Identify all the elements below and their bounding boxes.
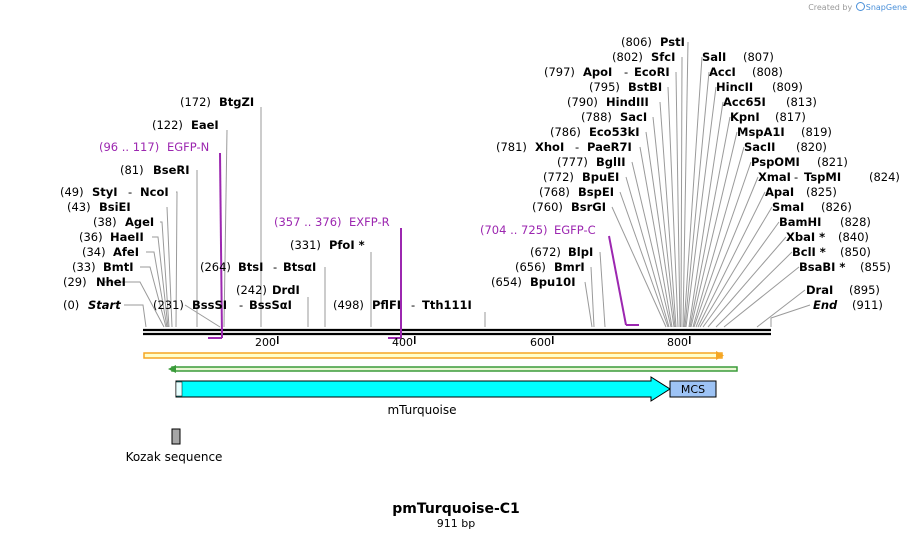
site-label: BamHI(828) — [779, 215, 871, 229]
feature-kozak[interactable] — [171, 428, 181, 445]
site-label: PspOMI(821) — [751, 155, 848, 169]
site-label: (36)HaeII — [79, 230, 144, 244]
site-label: (264)BtsI-BtsαI — [200, 260, 316, 274]
plasmid-title: pmTurquoise-C1 — [392, 501, 520, 517]
site-label: (231)BssSI-BssSαI — [153, 298, 292, 312]
ruler-label-200: 200 — [255, 336, 276, 349]
site-label: DraI(895) — [806, 283, 880, 297]
site-label: (781)XhoI-PaeR7I — [496, 140, 632, 154]
primer-labels: (96 .. 117)EGFP-N (357 .. 376)EXFP-R (70… — [99, 140, 596, 237]
site-label: End(911) — [813, 298, 883, 312]
site-label: (768)BspEI — [539, 185, 614, 199]
site-label: ApaI(825) — [765, 185, 837, 199]
site-label: XbaI *(840) — [786, 230, 869, 244]
plasmid-length: 911 bp — [437, 517, 475, 530]
site-label: (38)AgeI — [93, 215, 154, 229]
site-label: (772)BpuEI — [543, 170, 619, 184]
site-label: (806)PstI — [621, 35, 685, 49]
kozak-label: Kozak sequence — [126, 450, 223, 464]
site-label: (672)BlpI — [530, 245, 593, 259]
mcs-label: MCS — [681, 383, 705, 396]
ruler-tick-400 — [414, 336, 416, 344]
site-label: (760)BsrGI — [532, 200, 606, 214]
site-leader-lines — [104, 107, 606, 328]
ruler: 200 400 600 800 — [255, 336, 691, 349]
site-label: (172)BtgZI — [180, 95, 254, 109]
site-label: (331)PfoI * — [290, 238, 365, 252]
site-label: (43)BsiEI — [67, 200, 131, 214]
site-label: (790)HindIII — [567, 95, 649, 109]
primer-label-egfp-c: (704 .. 725)EGFP-C — [480, 223, 596, 237]
site-label: (498)PflFI-Tth111I — [333, 298, 472, 312]
site-label: AccI(808) — [709, 65, 783, 79]
site-label: (81)BseRI — [120, 163, 190, 177]
site-label: SacII(820) — [744, 140, 827, 154]
mcs-fan-lines — [611, 41, 811, 328]
site-label: SmaI(826) — [772, 200, 852, 214]
site-label: BclI *(850) — [792, 245, 871, 259]
ruler-label-600: 600 — [530, 336, 551, 349]
credit-brand: SnapGene — [865, 3, 907, 12]
site-label: HincII(809) — [716, 80, 803, 94]
orf-forward — [143, 351, 724, 360]
site-label: BsaBI *(855) — [799, 260, 891, 274]
site-label: (122)EaeI — [152, 118, 219, 132]
site-label: KpnI(817) — [730, 110, 806, 124]
snapgene-credit: Created by SnapGene — [808, 2, 907, 12]
site-label: MspA1I(819) — [737, 125, 832, 139]
site-label: (795)BstBI — [589, 80, 662, 94]
feature-mturquoise[interactable] — [175, 376, 671, 402]
ruler-tick-800 — [689, 336, 691, 344]
site-label: (656)BmrI — [515, 260, 585, 274]
primer-label-exfp-r: (357 .. 376)EXFP-R — [274, 215, 390, 229]
ruler-label-800: 800 — [667, 336, 688, 349]
site-label: SalI(807) — [702, 50, 774, 64]
site-label: (802)SfcI — [612, 50, 675, 64]
mturquoise-label: mTurquoise — [387, 403, 456, 417]
site-label: (777)BglII — [557, 155, 626, 169]
ruler-tick-600 — [552, 336, 554, 344]
feature-mcs[interactable]: MCS — [669, 380, 717, 398]
credit-text: Created by — [808, 3, 853, 12]
site-label: Acc65I(813) — [723, 95, 817, 109]
site-label: (49)StyI-NcoI — [60, 185, 169, 199]
site-label: (34)AfeI — [82, 245, 139, 259]
site-label: (786)Eco53kI — [550, 125, 640, 139]
ruler-tick-200 — [277, 336, 279, 344]
ruler-label-400: 400 — [392, 336, 413, 349]
orf-reverse — [168, 365, 738, 373]
site-label: (0)Start — [63, 298, 121, 312]
site-label: (788)SacI — [581, 110, 647, 124]
site-label: (797)ApoI-EcoRI — [544, 65, 670, 79]
site-label: (242)DrdI — [236, 283, 300, 297]
site-label: (654)Bpu10I — [491, 275, 575, 289]
primer-label-egfp-n: (96 .. 117)EGFP-N — [99, 140, 209, 154]
site-label: (33)BmtI — [72, 260, 134, 274]
site-label: XmaI-TspMI(824) — [758, 170, 900, 184]
site-label: (29)NheI — [63, 275, 126, 289]
site-labels: (0)Start (29)NheI (33)BmtI (34)AfeI (36)… — [60, 35, 900, 312]
primer-marks — [208, 152, 639, 339]
sequence-backbone — [143, 328, 771, 336]
snapgene-logo-icon — [855, 2, 865, 11]
